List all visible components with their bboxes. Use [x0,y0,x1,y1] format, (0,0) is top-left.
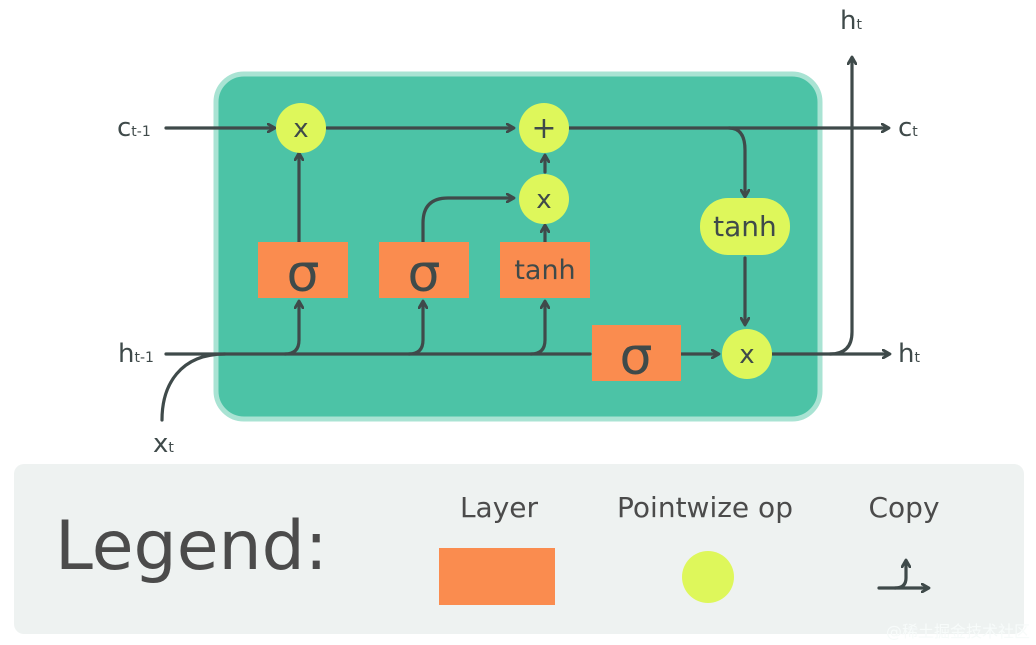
input-gate-branch [407,302,423,356]
input-gate-symbol: σ [408,244,441,304]
forget-gate-symbol: σ [287,244,320,304]
h-top-main: h [840,6,856,36]
add-op [519,103,569,153]
x-input-label: xt [153,429,174,459]
c-output-label: ct [898,113,918,143]
copy-icon-branch [893,561,906,590]
candidate-layer [500,242,590,298]
input-mult-op [519,174,569,224]
h-prev-label: ht-1 [118,339,154,369]
legend-layer-label: Layer [460,491,539,524]
legend-pointwise-label: Pointwize op [617,491,793,524]
h-top-label: ht [840,6,862,36]
x-main: x [153,429,168,459]
forget-mult-symbol: x [293,114,308,144]
h-prev-main: h [118,339,134,369]
add-symbol: + [531,111,556,146]
input-mult-symbol: x [536,185,551,215]
legend-title: Legend: [55,507,328,586]
c-prev-label: ct-1 [117,113,151,143]
c-out-main: c [898,113,912,143]
candidate-layer-label: tanh [514,255,575,286]
legend-layer-swatch [439,548,555,605]
h-out-sub: t [914,350,920,366]
h-output-label: ht [898,339,920,369]
candidate-branch [529,302,545,356]
input-gate-to-mult-line [421,198,513,244]
forget-gate-layer [258,242,348,298]
output-tanh-label: tanh [713,210,777,243]
c-out-sub: t [912,124,918,140]
forget-mult-op [276,103,326,153]
input-gate-layer [379,242,469,298]
h-prev-sub: t-1 [134,350,153,366]
output-gate-layer [592,325,681,381]
legend-copy-label: Copy [868,491,939,524]
h-out-main: h [898,339,914,369]
output-gate-symbol: σ [620,327,653,387]
forget-gate-branch [283,302,299,356]
output-mult-op [722,329,772,379]
output-tanh-op [700,198,790,255]
watermark-text: @稀土掘金技术社区 [886,622,1030,641]
x-sub: t [168,440,174,456]
c-prev-main: c [117,113,131,143]
hidden-up-line [828,58,852,356]
c-prev-sub: t-1 [131,124,150,140]
output-mult-symbol: x [739,340,754,370]
x-input-curve [160,352,227,422]
h-top-sub: t [856,17,862,33]
legend-pointwise-swatch [682,551,734,603]
cell-to-tanh-line [727,126,745,196]
